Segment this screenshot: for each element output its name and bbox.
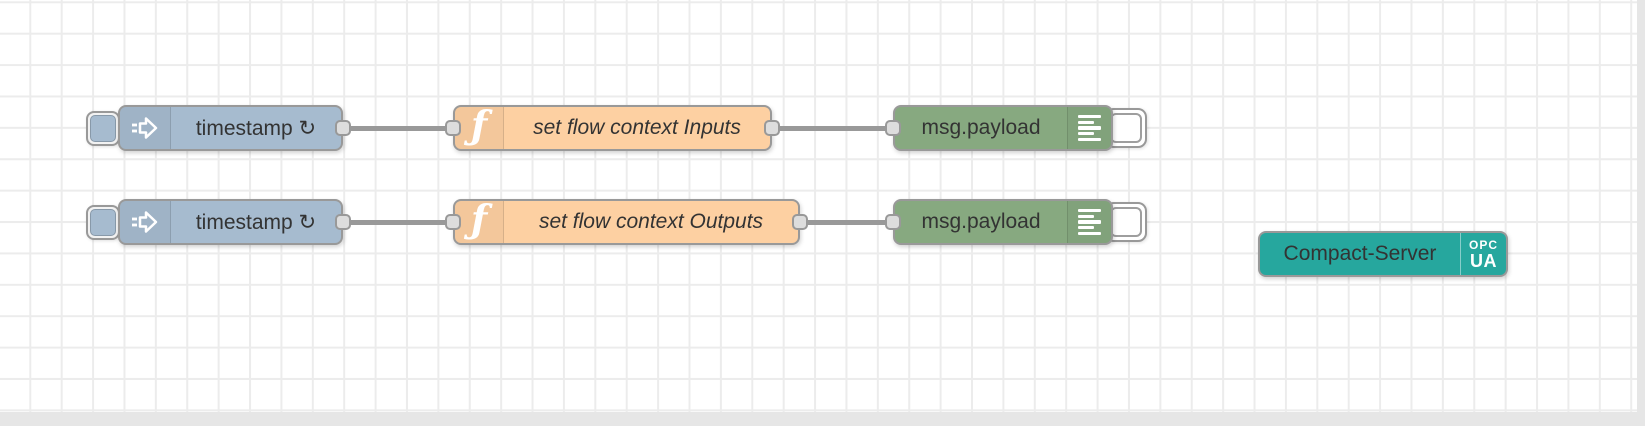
output-port[interactable]: [764, 120, 780, 136]
wire[interactable]: [800, 220, 893, 225]
inject-arrow-icon: [120, 201, 171, 243]
inject-button-fill: [90, 115, 116, 142]
wire[interactable]: [772, 126, 893, 131]
output-port[interactable]: [335, 214, 351, 230]
node-label: msg.payload: [921, 116, 1041, 139]
function-node[interactable]: ƒ set flow context Outputs: [453, 199, 800, 245]
node-label: set flow context Outputs: [538, 210, 764, 233]
inject-node[interactable]: timestamp ↻: [118, 199, 343, 245]
opcua-server-node[interactable]: Compact-Server OPC UA: [1258, 231, 1508, 277]
inject-button-fill: [90, 209, 116, 236]
wire[interactable]: [343, 220, 453, 225]
node-label: set flow context Inputs: [533, 116, 741, 139]
node-label: timestamp ↻: [195, 210, 317, 234]
input-port[interactable]: [885, 214, 901, 230]
debug-toggle-fill: [1110, 207, 1142, 237]
inject-arrow-icon: [120, 107, 171, 149]
function-icon: ƒ: [455, 200, 504, 243]
opcua-badge-icon: OPC UA: [1460, 233, 1506, 275]
debug-lines-icon: [1067, 107, 1111, 149]
input-port[interactable]: [445, 214, 461, 230]
input-port[interactable]: [885, 120, 901, 136]
inject-button[interactable]: [86, 111, 120, 146]
node-label: Compact-Server: [1283, 242, 1437, 265]
node-label: timestamp ↻: [195, 116, 317, 140]
debug-lines-icon: [1067, 201, 1111, 243]
inject-node[interactable]: timestamp ↻: [118, 105, 343, 151]
debug-toggle-fill: [1110, 113, 1142, 143]
function-node[interactable]: ƒ set flow context Inputs: [453, 105, 772, 151]
output-port[interactable]: [792, 214, 808, 230]
debug-node[interactable]: msg.payload: [893, 199, 1113, 245]
output-port[interactable]: [335, 120, 351, 136]
wire[interactable]: [343, 126, 453, 131]
node-label: msg.payload: [921, 210, 1041, 233]
function-icon: ƒ: [455, 106, 504, 149]
debug-node[interactable]: msg.payload: [893, 105, 1113, 151]
input-port[interactable]: [445, 120, 461, 136]
inject-button[interactable]: [86, 205, 120, 240]
workspace-grid: [0, 0, 1637, 412]
